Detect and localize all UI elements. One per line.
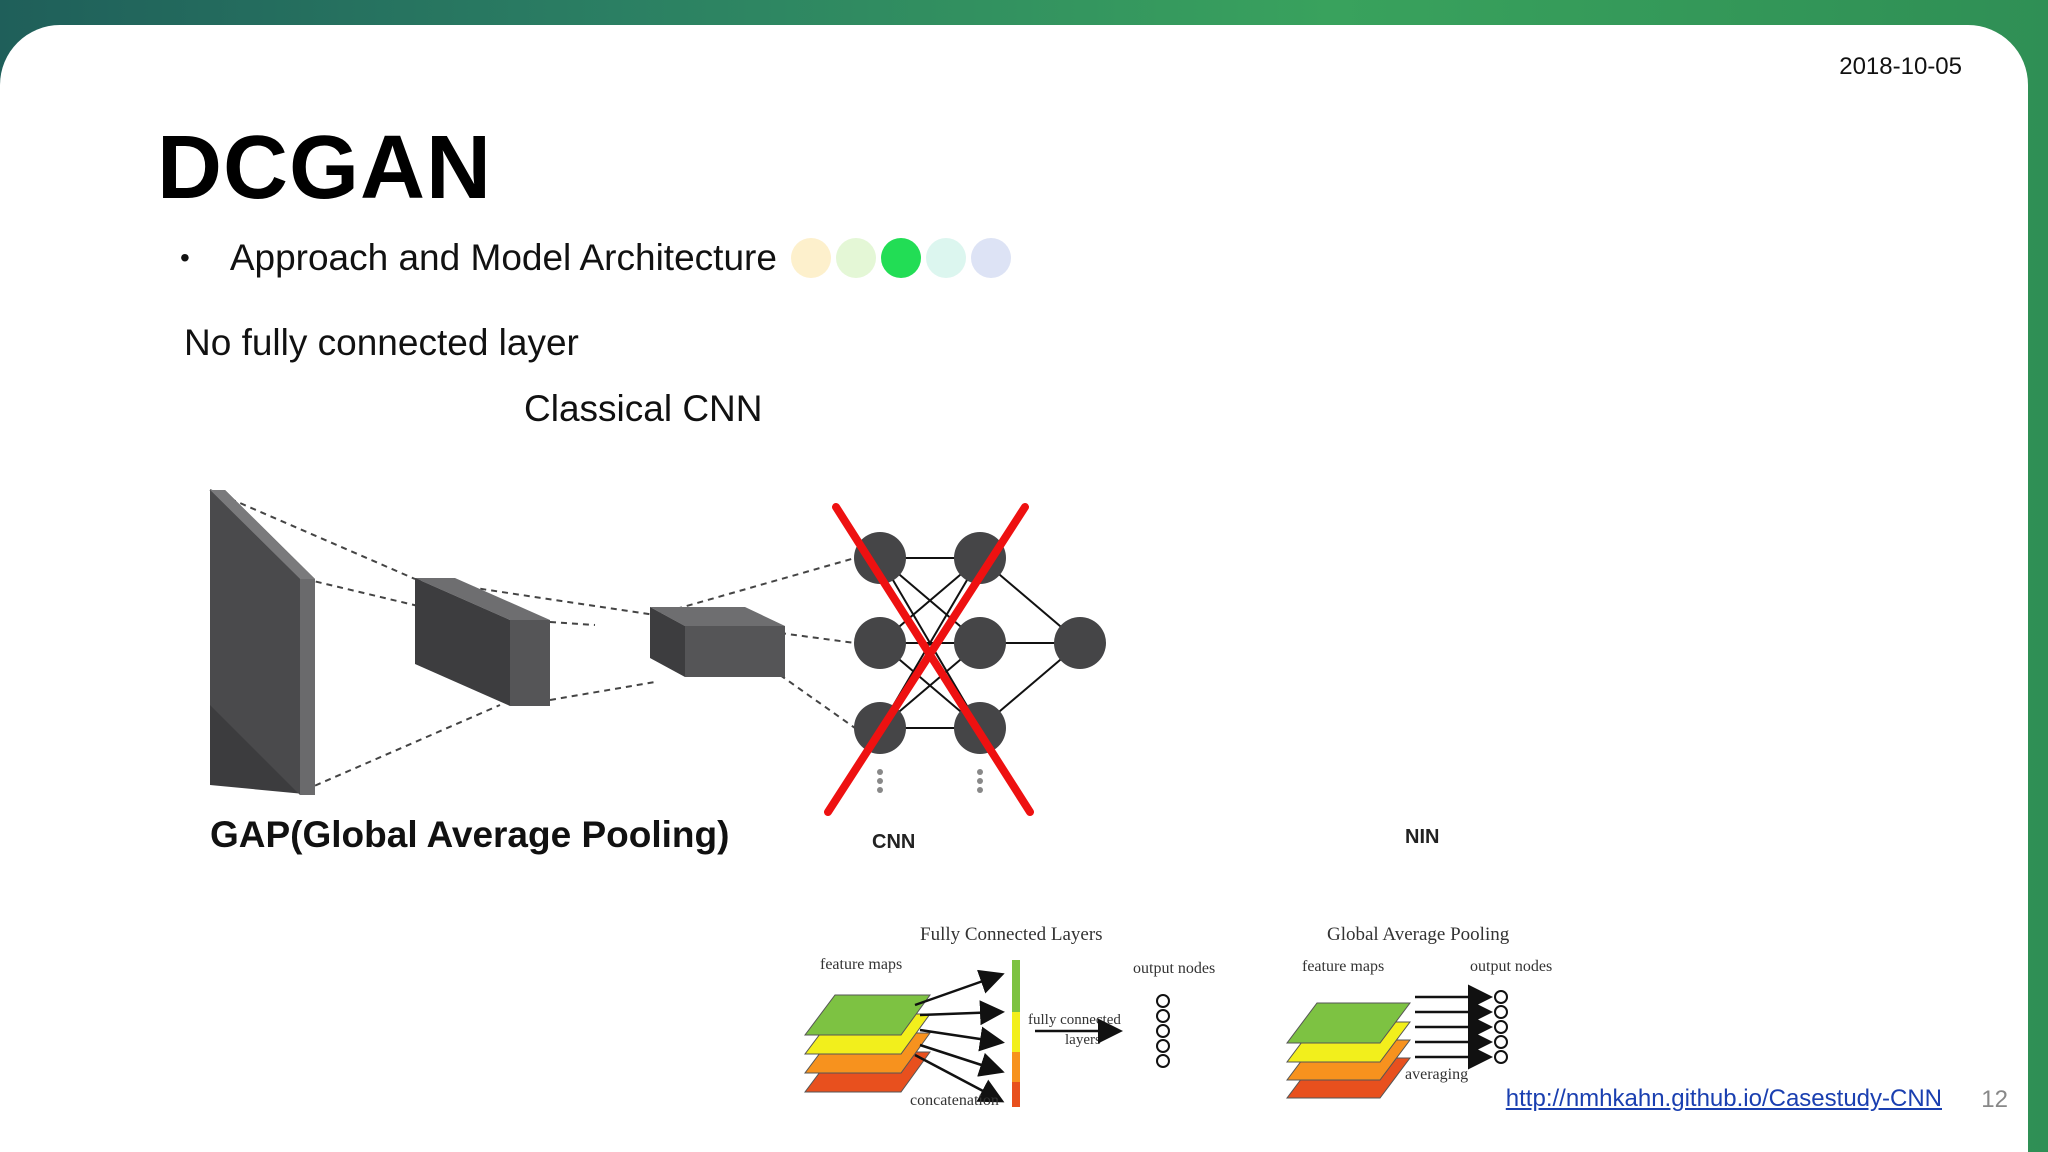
fc-nodes [854,532,1106,754]
progress-dots [790,238,1011,278]
projection-lines [209,489,856,791]
concatenation-bar [1012,960,1020,1107]
bullet-dot-icon: • [180,242,190,273]
nin-feature-maps-label: feature maps [1302,958,1384,975]
progress-dot-1 [790,238,831,278]
cnn-output-nodes-label: output nodes [1133,960,1215,977]
fc-label-line1: fully connected [1028,1012,1121,1028]
cnn-figure-title: Fully Connected Layers [920,924,1103,945]
classical-cnn-title: Classical CNN [524,388,763,429]
nin-label: NIN [1405,826,1440,848]
bullet-text: Approach and Model Architecture [229,237,777,278]
conv-layer-cube-2 [650,607,785,677]
slide: 2018-10-05 DCGAN • Approach and Model Ar… [0,25,2028,1152]
nin-output-nodes-label: output nodes [1470,958,1552,975]
ellipsis-dots-icon [877,769,983,793]
reference-link[interactable]: http://nmhkahn.github.io/Casestudy-CNN [1505,1085,1942,1112]
cnn-feature-map-stack [804,994,931,1093]
progress-dot-3 [880,238,921,278]
nin-arrows [1415,984,1493,1070]
classical-cnn-diagram [209,489,1106,816]
concatenation-label: concatenation [910,1092,999,1109]
conv-layer-cube-1 [415,578,550,706]
progress-dot-5 [970,238,1011,278]
red-cross-icon [824,503,1034,816]
cnn-arrows [914,969,1005,1103]
gap-title: GAP(Global Average Pooling) [210,814,730,855]
cnn-feature-maps-label: feature maps [820,956,902,973]
nin-feature-map-stack [1286,1002,1411,1099]
nin-output-nodes [1494,990,1508,1064]
progress-dot-4 [925,238,966,278]
cnn-output-nodes [1156,994,1170,1068]
cnn-nin-comparison-figure: Fully Connected Layers feature maps outp… [804,924,1552,1109]
slide-title: DCGAN [157,118,492,218]
progress-dot-2 [835,238,876,278]
bullet-item: • Approach and Model Architecture [180,237,1011,279]
slide-date: 2018-10-05 [1839,53,1962,80]
cnn-label: CNN [872,831,916,853]
nin-figure-title: Global Average Pooling [1327,924,1510,945]
subheading: No fully connected layer [184,322,579,363]
page-number: 12 [1981,1086,2008,1113]
averaging-label: averaging [1405,1066,1468,1083]
fc-label-line2: layers [1065,1032,1101,1048]
input-layer-slab [210,490,315,795]
